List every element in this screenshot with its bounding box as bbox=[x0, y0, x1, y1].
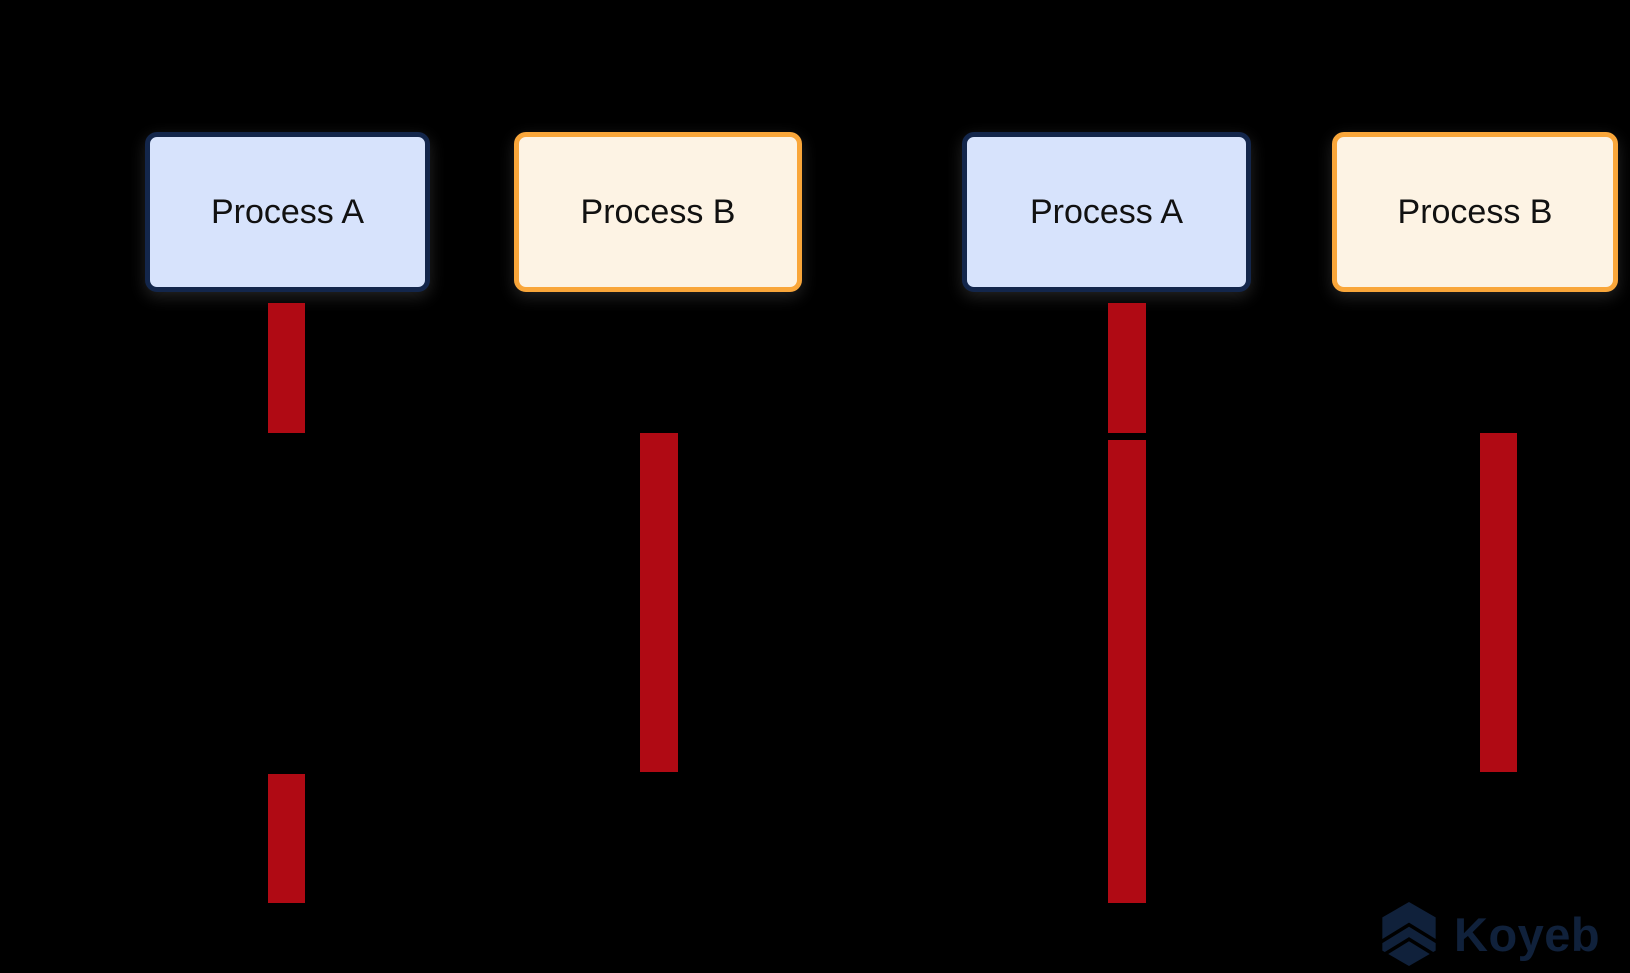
activation-bar-process-a-left-second bbox=[268, 774, 305, 903]
process-a-box-right: Process A bbox=[962, 132, 1251, 292]
activation-bar-process-b-left bbox=[640, 433, 678, 772]
process-b-label-left: Process B bbox=[580, 192, 736, 231]
koyeb-logo: Koyeb bbox=[1380, 902, 1600, 966]
koyeb-wordmark: Koyeb bbox=[1454, 907, 1601, 961]
process-b-box-right: Process B bbox=[1332, 132, 1618, 292]
process-a-box-left: Process A bbox=[145, 132, 430, 292]
koyeb-chevron-icon bbox=[1380, 902, 1438, 966]
activation-bar-process-a-right-lower bbox=[1108, 440, 1146, 903]
process-b-box-left: Process B bbox=[514, 132, 802, 292]
process-a-label-right: Process A bbox=[1029, 192, 1184, 231]
process-b-label-right: Process B bbox=[1397, 192, 1553, 231]
activation-bar-process-b-right bbox=[1480, 433, 1517, 772]
activation-bar-process-a-left-first bbox=[268, 303, 305, 433]
process-a-label-left: Process A bbox=[210, 192, 365, 231]
activation-bar-process-a-right-upper bbox=[1108, 303, 1146, 433]
